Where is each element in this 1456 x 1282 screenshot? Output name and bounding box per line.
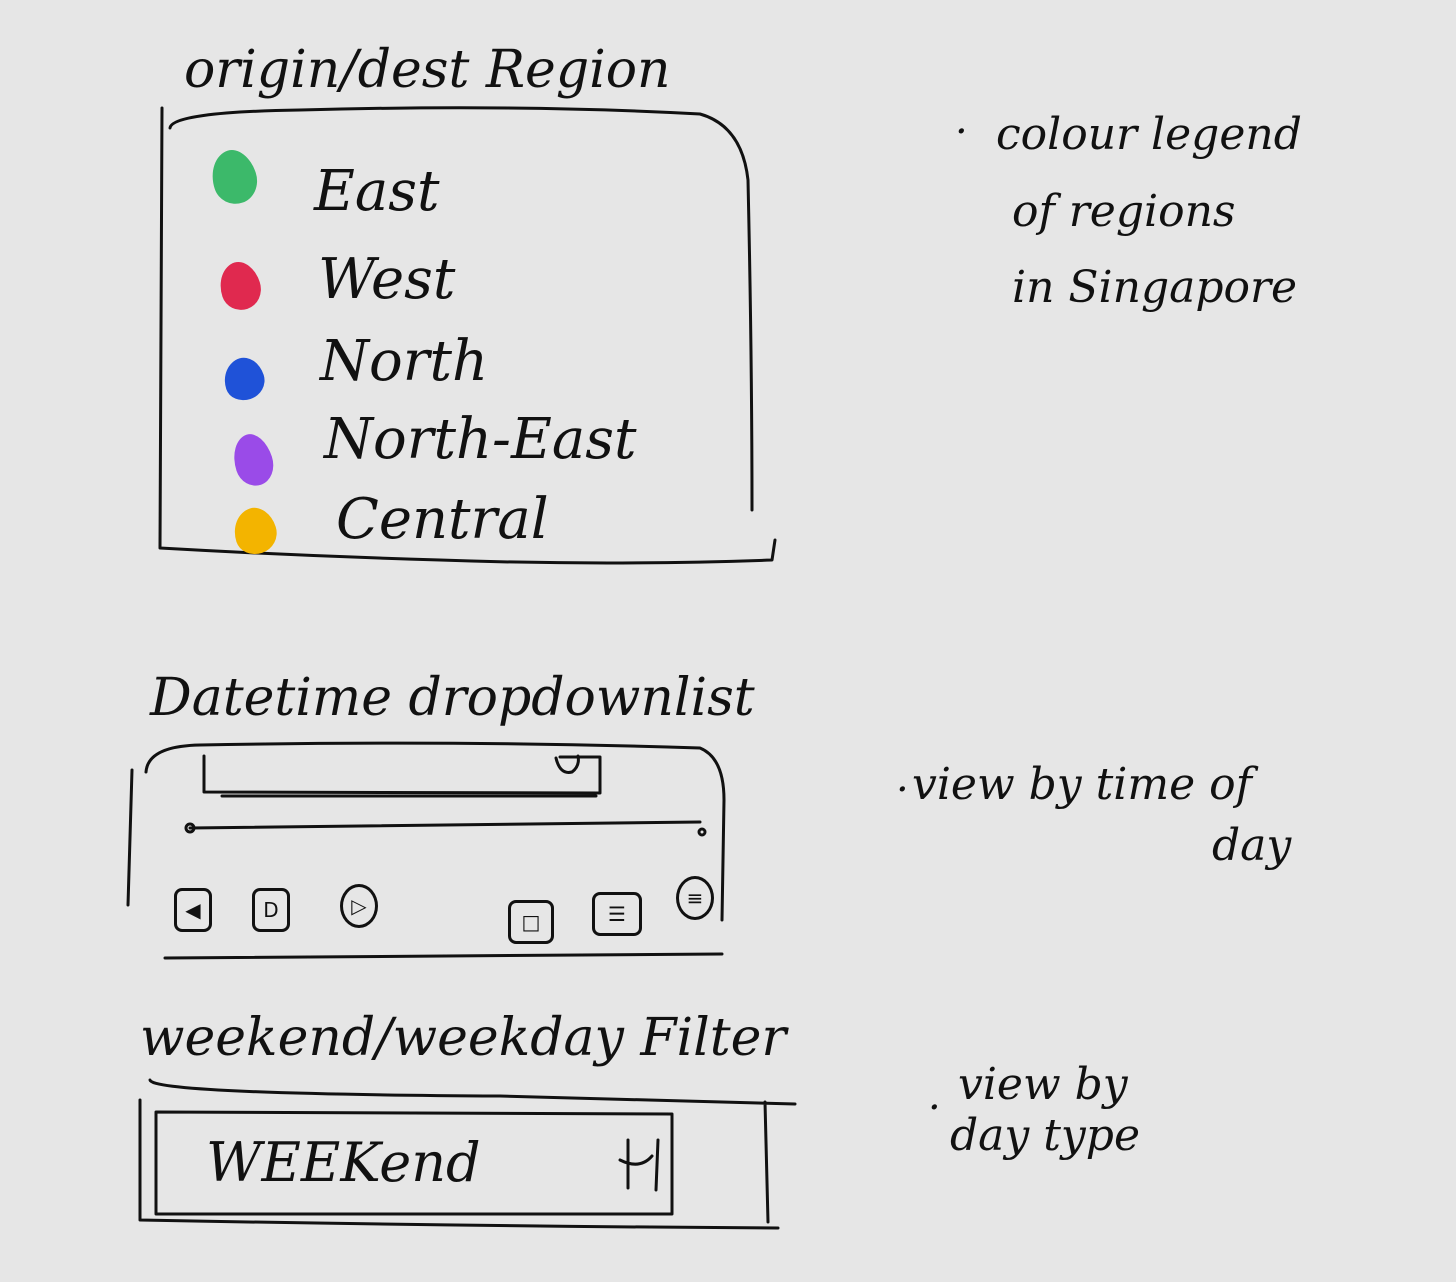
legend-swatch-west [213,256,267,316]
legend-note-line-2: of regions [1012,185,1236,237]
datetime-note-line-1: view by time of [912,759,1252,810]
daytype-note-bullet: · [928,1085,941,1131]
legend-swatch-north-east [226,429,280,491]
daytype-dropdown[interactable]: WEEKend [156,1112,672,1214]
daytype-note-line-2: day type [950,1109,1140,1161]
daytype-title: weekend/weekday Filter [140,1008,787,1068]
legend-swatch-east [204,144,264,210]
datetime-note-line-2: day [1212,819,1292,871]
pause-button[interactable]: D [252,888,290,932]
legend-title: origin/dest Region [184,40,671,100]
legend-label-north: North [320,329,489,394]
legend-swatch-north [218,352,270,406]
datetime-note: view by time of day [912,759,1292,871]
daytype-note-line-1: view by [958,1059,1128,1110]
datetime-note-bullet: · [896,767,909,813]
crop-button[interactable]: □ [508,900,554,944]
time-slider[interactable] [186,816,706,836]
legend-swatch-central [227,502,283,560]
legend-note: colour legend of regions in Singapore [960,109,1302,314]
play-button[interactable]: ▷ [340,884,378,928]
legend-note-line-3: in Singapore [1012,262,1298,314]
legend-label-east: East [314,159,440,224]
legend-label-west: West [318,247,456,312]
legend-label-north-east: North-East [324,407,637,472]
daytype-selected-value: WEEKend [206,1131,481,1194]
legend-note-bullet: · [955,109,968,155]
legend-label-central: Central [336,487,549,552]
daytype-note: view by day type [950,1059,1140,1161]
rewind-button[interactable]: ◀ [174,888,212,932]
datetime-dropdown[interactable] [204,756,600,794]
datetime-title: Datetime dropdownlist [150,668,755,728]
menu-button[interactable]: ≡ [676,876,714,920]
legend-note-line-1: colour legend [996,109,1302,160]
list-button[interactable]: ☰ [592,892,642,936]
